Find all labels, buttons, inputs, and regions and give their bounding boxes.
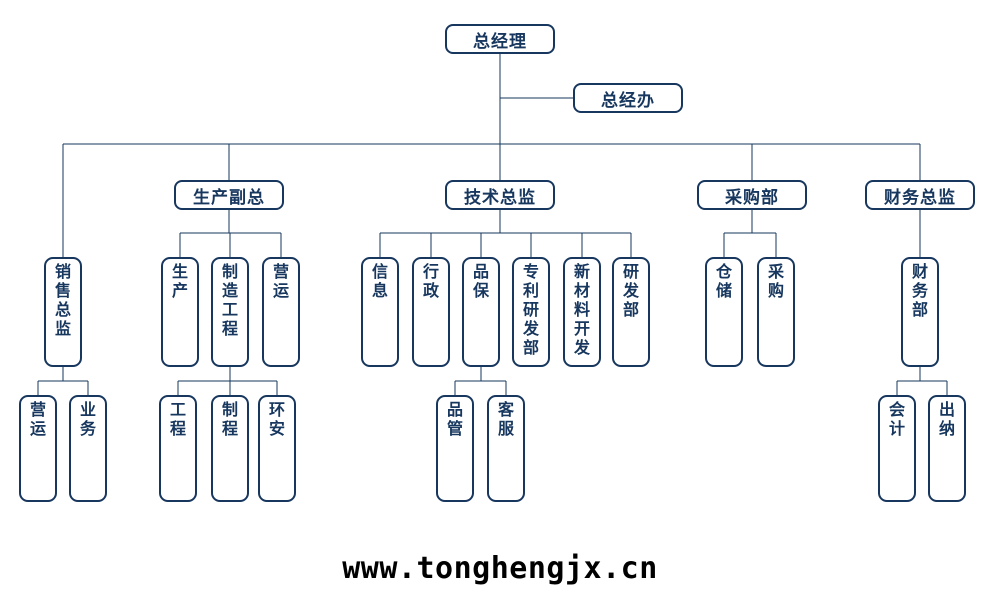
org-node-label: 采购部 xyxy=(725,187,779,208)
org-node-finance-dept: 财务部 xyxy=(901,257,939,367)
org-node-finance-director: 财务总监 xyxy=(865,180,975,210)
org-node-label: 采购 xyxy=(767,262,784,300)
org-node-label: 生产 xyxy=(171,262,188,300)
website-watermark: www.tonghengjx.cn xyxy=(342,551,658,586)
org-node-purchasing-dept: 采购部 xyxy=(697,180,807,210)
org-node-label: 总经办 xyxy=(601,90,655,111)
org-node-label: 财务总监 xyxy=(884,187,956,208)
org-node-rd-dept: 研发部 xyxy=(612,257,650,367)
org-node-operations: 营运 xyxy=(262,257,300,367)
org-node-label: 会计 xyxy=(888,400,905,438)
org-node-manufacturing-engineering: 制造工程 xyxy=(211,257,249,367)
org-node-label: 总经理 xyxy=(473,31,527,52)
org-node-label: 营运 xyxy=(29,400,46,438)
org-node-process: 制程 xyxy=(211,395,249,502)
org-node-patent-rd-dept: 专利研发部 xyxy=(512,257,550,367)
connector-root-stem xyxy=(499,54,573,144)
org-node-engineering: 工程 xyxy=(159,395,197,502)
org-node-warehousing: 仓储 xyxy=(705,257,743,367)
org-node-quality-assurance: 品保 xyxy=(462,257,500,367)
org-node-label: 销售总监 xyxy=(54,262,71,338)
connector-purchasing-children xyxy=(723,210,777,257)
org-node-production: 生产 xyxy=(161,257,199,367)
org-node-administration: 行政 xyxy=(412,257,450,367)
org-node-gm-office: 总经办 xyxy=(573,83,683,113)
connector-main-bus xyxy=(62,143,921,257)
org-node-customer-service: 客服 xyxy=(487,395,525,502)
org-node-label: 客服 xyxy=(497,400,514,438)
org-node-label: 新材料开发 xyxy=(573,262,590,357)
org-node-label: 制造工程 xyxy=(221,262,238,338)
connector-technical-children xyxy=(379,210,632,257)
org-node-label: 营运 xyxy=(272,262,289,300)
org-node-label: 财务部 xyxy=(911,262,928,319)
org-node-label: 工程 xyxy=(169,400,186,438)
org-node-label: 品管 xyxy=(446,400,463,438)
org-node-label: 信息 xyxy=(371,262,388,300)
org-node-information: 信息 xyxy=(361,257,399,367)
org-node-label: 专利研发部 xyxy=(522,262,539,357)
org-node-cashier: 出纳 xyxy=(928,395,966,502)
org-node-label: 出纳 xyxy=(938,400,955,438)
connector-finance-dept-children xyxy=(896,367,948,395)
org-node-quality-control: 品管 xyxy=(436,395,474,502)
org-node-label: 行政 xyxy=(422,262,439,300)
org-node-technical-director: 技术总监 xyxy=(445,180,555,210)
org-node-new-material-dev: 新材料开发 xyxy=(563,257,601,367)
org-node-label: 环安 xyxy=(268,400,285,438)
connector-qa-children xyxy=(454,367,507,395)
org-node-env-safety: 环安 xyxy=(258,395,296,502)
org-node-label: 业务 xyxy=(79,400,96,438)
org-node-production-vp: 生产副总 xyxy=(174,180,284,210)
org-node-label: 品保 xyxy=(472,262,489,300)
connector-production-children xyxy=(179,210,282,257)
org-node-purchasing: 采购 xyxy=(757,257,795,367)
org-node-label: 研发部 xyxy=(622,262,639,319)
org-node-label: 仓储 xyxy=(715,262,732,300)
org-node-accounting: 会计 xyxy=(878,395,916,502)
org-node-general-manager: 总经理 xyxy=(445,24,555,54)
org-node-label: 制程 xyxy=(221,400,238,438)
org-node-sales-director: 销售总监 xyxy=(44,257,82,367)
org-node-label: 生产副总 xyxy=(193,187,265,208)
org-node-sales-operations: 营运 xyxy=(19,395,57,502)
org-node-label: 技术总监 xyxy=(464,187,536,208)
connector-mfg-eng-children xyxy=(177,367,278,395)
connector-sales-children xyxy=(37,367,89,395)
org-node-sales-business: 业务 xyxy=(69,395,107,502)
